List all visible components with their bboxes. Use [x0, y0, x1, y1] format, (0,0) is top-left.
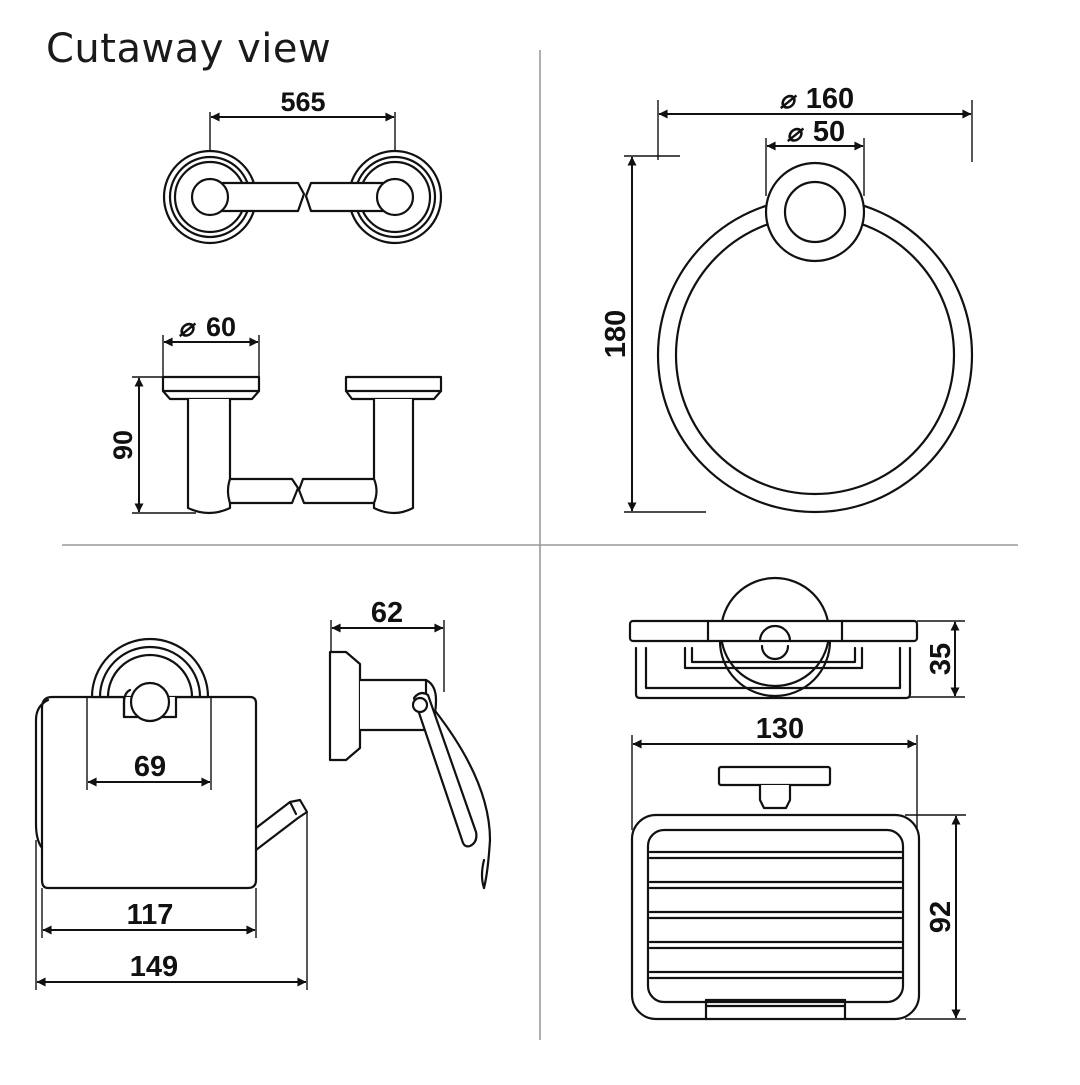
dimension-92: 92 — [905, 814, 966, 1020]
soap-basket-top-view — [630, 765, 921, 1021]
bar-holder-top-view — [162, 149, 443, 245]
dimension-149: 149 — [35, 812, 308, 990]
bar-holder-front-view — [161, 375, 443, 515]
dimension-phi160: ⌀ 160 — [657, 83, 973, 162]
dim-label-117: 117 — [127, 899, 174, 931]
dim-label-160: 160 — [806, 83, 854, 115]
diameter-symbol: ⌀ — [779, 86, 797, 114]
dimension-90: 90 — [108, 376, 196, 514]
dim-label-50: 50 — [813, 116, 845, 148]
dimension-35: 35 — [910, 620, 965, 698]
dim-label-180: 180 — [600, 310, 632, 358]
dim-label-69: 69 — [134, 751, 166, 783]
dim-label-92: 92 — [925, 901, 957, 933]
dim-label-90: 90 — [108, 430, 138, 460]
dimension-69: 69 — [86, 697, 212, 790]
dim-label-35: 35 — [925, 643, 957, 675]
dim-label-565: 565 — [280, 87, 325, 117]
dimension-117: 117 — [41, 888, 257, 938]
dim-label-62: 62 — [371, 597, 403, 629]
dimension-565: 565 — [209, 87, 396, 150]
diameter-symbol: ⌀ — [178, 314, 196, 342]
sheet-title: Cutaway view — [46, 26, 332, 72]
dim-label-130: 130 — [756, 713, 804, 745]
dimension-62: 62 — [330, 597, 445, 692]
soap-basket-side-view — [628, 576, 919, 700]
dimension-180: 180 — [600, 155, 706, 513]
dim-label-60: 60 — [206, 312, 236, 342]
paper-holder-front-view — [34, 637, 309, 890]
dimension-phi50: ⌀ 50 — [765, 116, 865, 196]
dimension-phi60: ⌀ 60 — [162, 312, 260, 377]
diameter-symbol: ⌀ — [786, 119, 804, 147]
paper-holder-side-view — [328, 650, 492, 890]
dimension-130: 130 — [631, 713, 918, 830]
towel-ring — [656, 161, 974, 514]
dim-label-149: 149 — [130, 951, 178, 983]
